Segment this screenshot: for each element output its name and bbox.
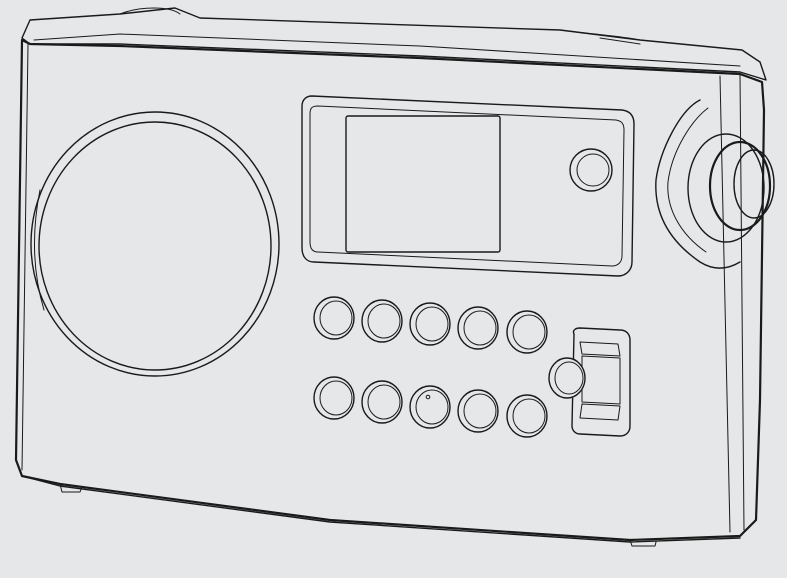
preset-button-5[interactable] — [506, 310, 548, 354]
radio-top-surface — [21, 7, 767, 81]
speaker-outer-ring — [30, 111, 280, 377]
rocker-housing — [571, 327, 631, 437]
lcd-screen — [345, 115, 501, 253]
function-button-2[interactable] — [361, 380, 403, 424]
rocker-down[interactable] — [579, 403, 621, 421]
preset-button-2[interactable] — [361, 299, 403, 343]
tuning-knob[interactable] — [655, 99, 775, 269]
select-button[interactable] — [548, 357, 586, 399]
function-button-1[interactable] — [313, 376, 355, 420]
rocker-up[interactable] — [579, 341, 621, 357]
radio-body — [14, 38, 766, 547]
speaker-inner-ring — [38, 121, 272, 371]
display-side-button[interactable] — [569, 148, 613, 192]
function-button-4[interactable] — [457, 389, 499, 433]
function-button-5[interactable] — [506, 394, 548, 438]
knob-base — [687, 133, 765, 243]
tactile-dot — [425, 394, 431, 400]
knob-face — [733, 149, 775, 219]
keypad-bottom-row — [313, 376, 548, 438]
preset-button-1[interactable] — [313, 296, 355, 340]
preset-button-3[interactable] — [409, 302, 451, 346]
display-panel — [301, 95, 635, 277]
preset-button-4[interactable] — [457, 306, 499, 350]
knob-cap — [708, 140, 772, 232]
keypad-top-row — [313, 296, 548, 354]
function-button-3[interactable] — [409, 385, 451, 429]
navigation-cluster — [548, 327, 631, 437]
speaker-grille — [30, 111, 280, 377]
